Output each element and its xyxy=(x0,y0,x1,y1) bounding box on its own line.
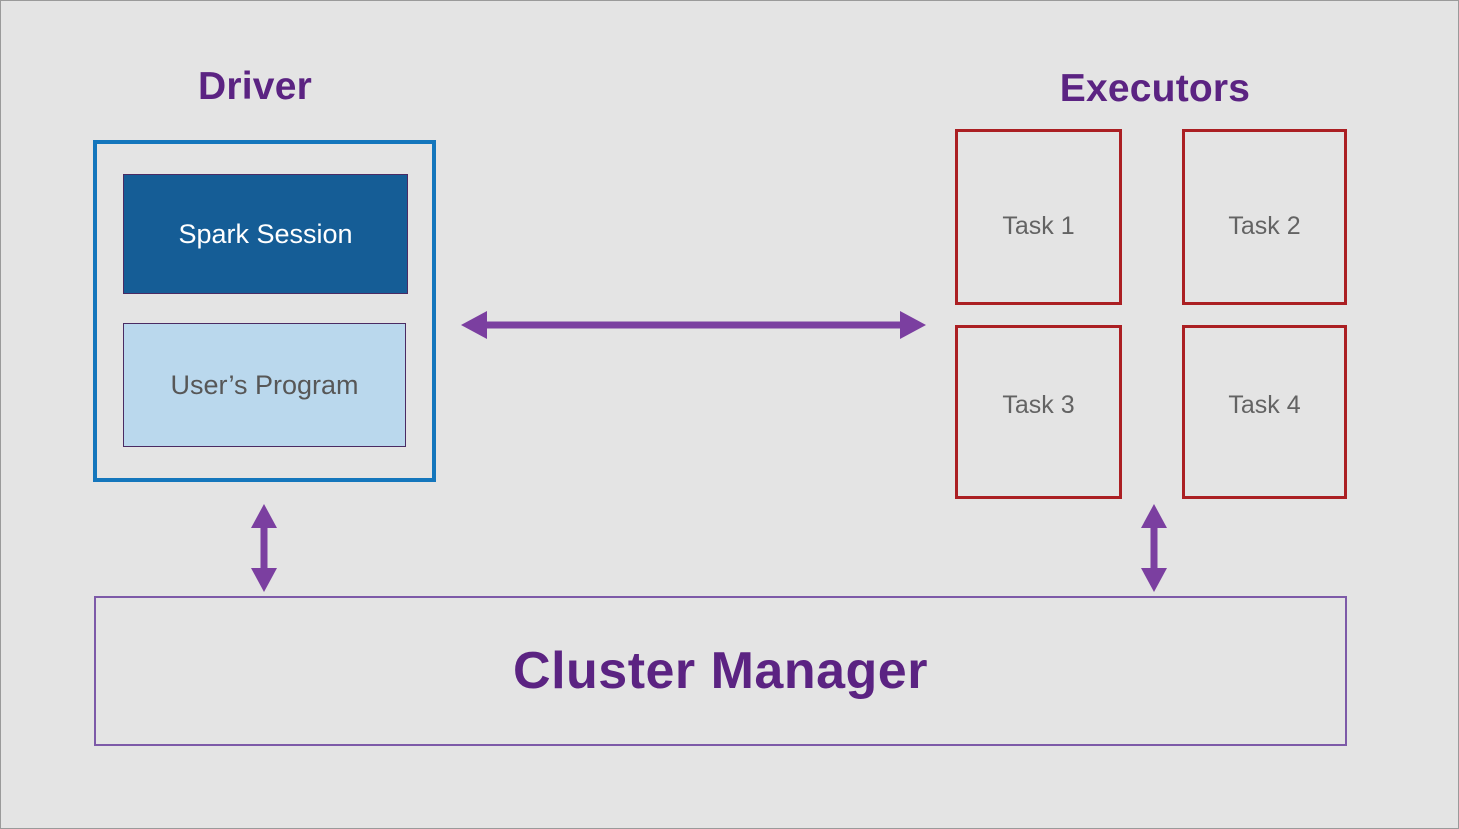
cluster-manager-box[interactable]: Cluster Manager xyxy=(94,596,1347,746)
arrow-executors-cluster-manager-icon xyxy=(1141,504,1167,592)
arrow-driver-executors-icon xyxy=(461,311,926,339)
task-2-label: Task 2 xyxy=(1228,211,1301,240)
driver-section-title: Driver xyxy=(198,65,312,108)
task-box-2[interactable]: Task 2 xyxy=(1182,129,1347,305)
executors-section-title: Executors xyxy=(1059,67,1251,110)
task-1-label: Task 1 xyxy=(1002,211,1075,240)
task-box-4[interactable]: Task 4 xyxy=(1182,325,1347,499)
task-box-1[interactable]: Task 1 xyxy=(955,129,1122,305)
spark-session-box[interactable]: Spark Session xyxy=(123,174,408,294)
task-4-label: Task 4 xyxy=(1228,390,1301,419)
task-box-3[interactable]: Task 3 xyxy=(955,325,1122,499)
users-program-label: User’s Program xyxy=(170,369,359,400)
spark-session-label: Spark Session xyxy=(178,218,353,249)
driver-container[interactable] xyxy=(93,140,436,482)
users-program-box[interactable]: User’s Program xyxy=(123,323,406,447)
task-3-label: Task 3 xyxy=(1002,390,1075,419)
arrow-driver-cluster-manager-icon xyxy=(251,504,277,592)
cluster-manager-label: Cluster Manager xyxy=(513,642,928,700)
